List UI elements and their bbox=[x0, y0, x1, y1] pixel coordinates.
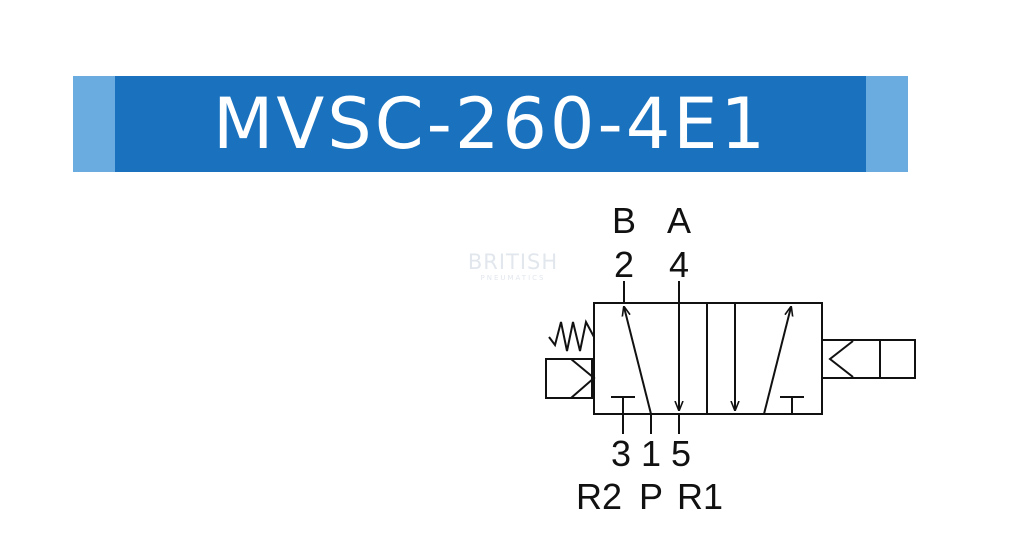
watermark-logo: BRITISH PNEUMATICS bbox=[457, 252, 569, 282]
watermark-line-2: PNEUMATICS bbox=[480, 274, 546, 282]
exhaust-block-icon bbox=[780, 396, 804, 414]
port-label-b: B bbox=[612, 200, 636, 241]
model-title: MVSC-260-4E1 bbox=[212, 83, 769, 165]
port-number-5: 5 bbox=[671, 433, 691, 474]
port-label-p: P bbox=[639, 476, 663, 517]
exhaust-block-icon bbox=[611, 396, 635, 414]
port-label-r2: R2 bbox=[576, 476, 622, 517]
port-number-1: 1 bbox=[641, 433, 661, 474]
solenoid-icon bbox=[821, 339, 916, 379]
manual-override-icon bbox=[545, 358, 596, 399]
port-number-3: 3 bbox=[611, 433, 631, 474]
flow-arrow-icon bbox=[624, 307, 652, 415]
port-number-2: 2 bbox=[614, 244, 634, 285]
port-label-r1: R1 bbox=[677, 476, 723, 517]
banner-right-accent bbox=[866, 76, 908, 172]
flow-arrow-icon bbox=[763, 307, 791, 415]
title-banner: MVSC-260-4E1 bbox=[115, 76, 866, 172]
banner-left-accent bbox=[73, 76, 115, 172]
port-number-4: 4 bbox=[669, 244, 689, 285]
port-label-a: A bbox=[667, 200, 691, 241]
watermark-line-1: BRITISH bbox=[467, 250, 559, 274]
spring-icon bbox=[548, 319, 595, 352]
